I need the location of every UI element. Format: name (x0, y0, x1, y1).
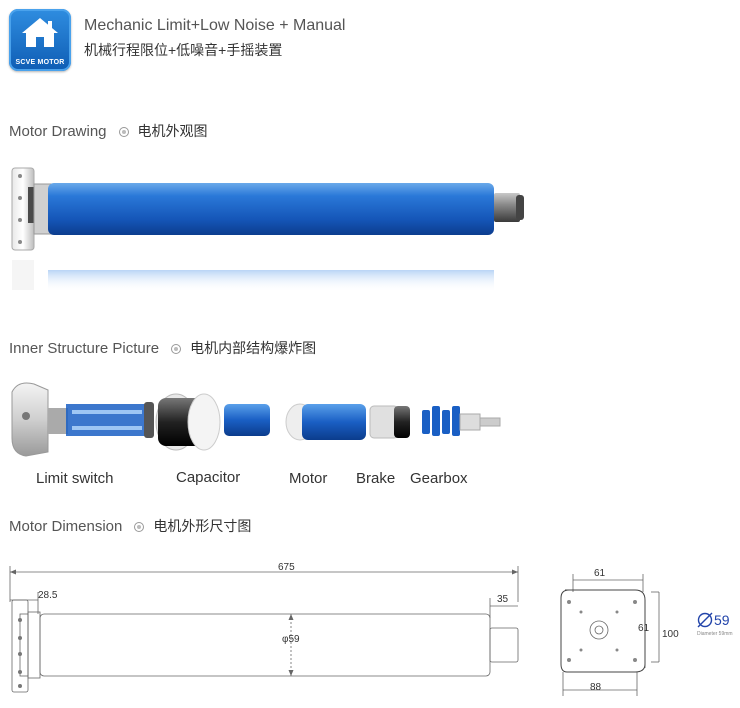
page-title: Mechanic Limit+Low Noise + Manual (84, 17, 346, 34)
brand-logo: SCVE MOTOR (9, 9, 71, 71)
label-capacitor: Capacitor (176, 469, 241, 486)
page-subtitle: 机械行程限位+低噪音+手摇装置 (84, 42, 283, 58)
bullet-icon (118, 126, 129, 137)
section-title-cn: 电机外观图 (137, 123, 208, 139)
motor-drawing (11, 167, 524, 292)
section-heading-drawing: Motor Drawing 电机外观图 (9, 121, 208, 141)
motor-part (224, 403, 366, 441)
dim-plate-height: 100 (662, 629, 679, 640)
section-heading-dimension: Motor Dimension 电机外形尺寸图 (9, 516, 251, 536)
label-motor: Motor (289, 470, 328, 487)
section-heading-structure: Inner Structure Picture 电机内部结构爆炸图 (9, 338, 316, 358)
diameter-symbol (696, 611, 714, 634)
section-title-en: Motor Dimension (9, 518, 123, 535)
dimension-drawing-front (560, 574, 660, 696)
section-title-cn: 电机外形尺寸图 (153, 518, 252, 534)
dimension-drawing-side (9, 566, 519, 693)
section-title-en: Motor Drawing (9, 123, 107, 140)
label-limit-switch: Limit switch (36, 470, 114, 487)
gearbox-part (422, 406, 501, 436)
dim-plate-side: 61 (638, 623, 650, 634)
diameter-value: 59 (714, 612, 730, 628)
dim-total-length: 675 (278, 562, 295, 573)
dim-shaft-length: 35 (497, 594, 509, 605)
dim-plate-width: 88 (590, 682, 602, 693)
brake-part (369, 405, 410, 439)
diameter-caption: Diameter 59mm (697, 631, 733, 637)
bullet-icon (171, 343, 182, 354)
logo-text: SCVE MOTOR (15, 59, 65, 66)
limit-switch-part (11, 382, 154, 457)
bullet-icon (134, 521, 145, 532)
diameter-icon (697, 612, 713, 628)
dim-tube-diameter: φ59 (282, 634, 300, 645)
label-brake: Brake (356, 470, 396, 487)
exploded-structure-view (11, 382, 501, 457)
dim-plate-top: 61 (594, 568, 606, 579)
dim-head-length: 28.5 (38, 590, 58, 601)
section-title-en: Inner Structure Picture (9, 340, 160, 357)
section-title-cn: 电机内部结构爆炸图 (190, 340, 317, 356)
capacitor-part (155, 393, 221, 451)
label-gearbox: Gearbox (410, 470, 468, 487)
house-icon (22, 18, 58, 47)
